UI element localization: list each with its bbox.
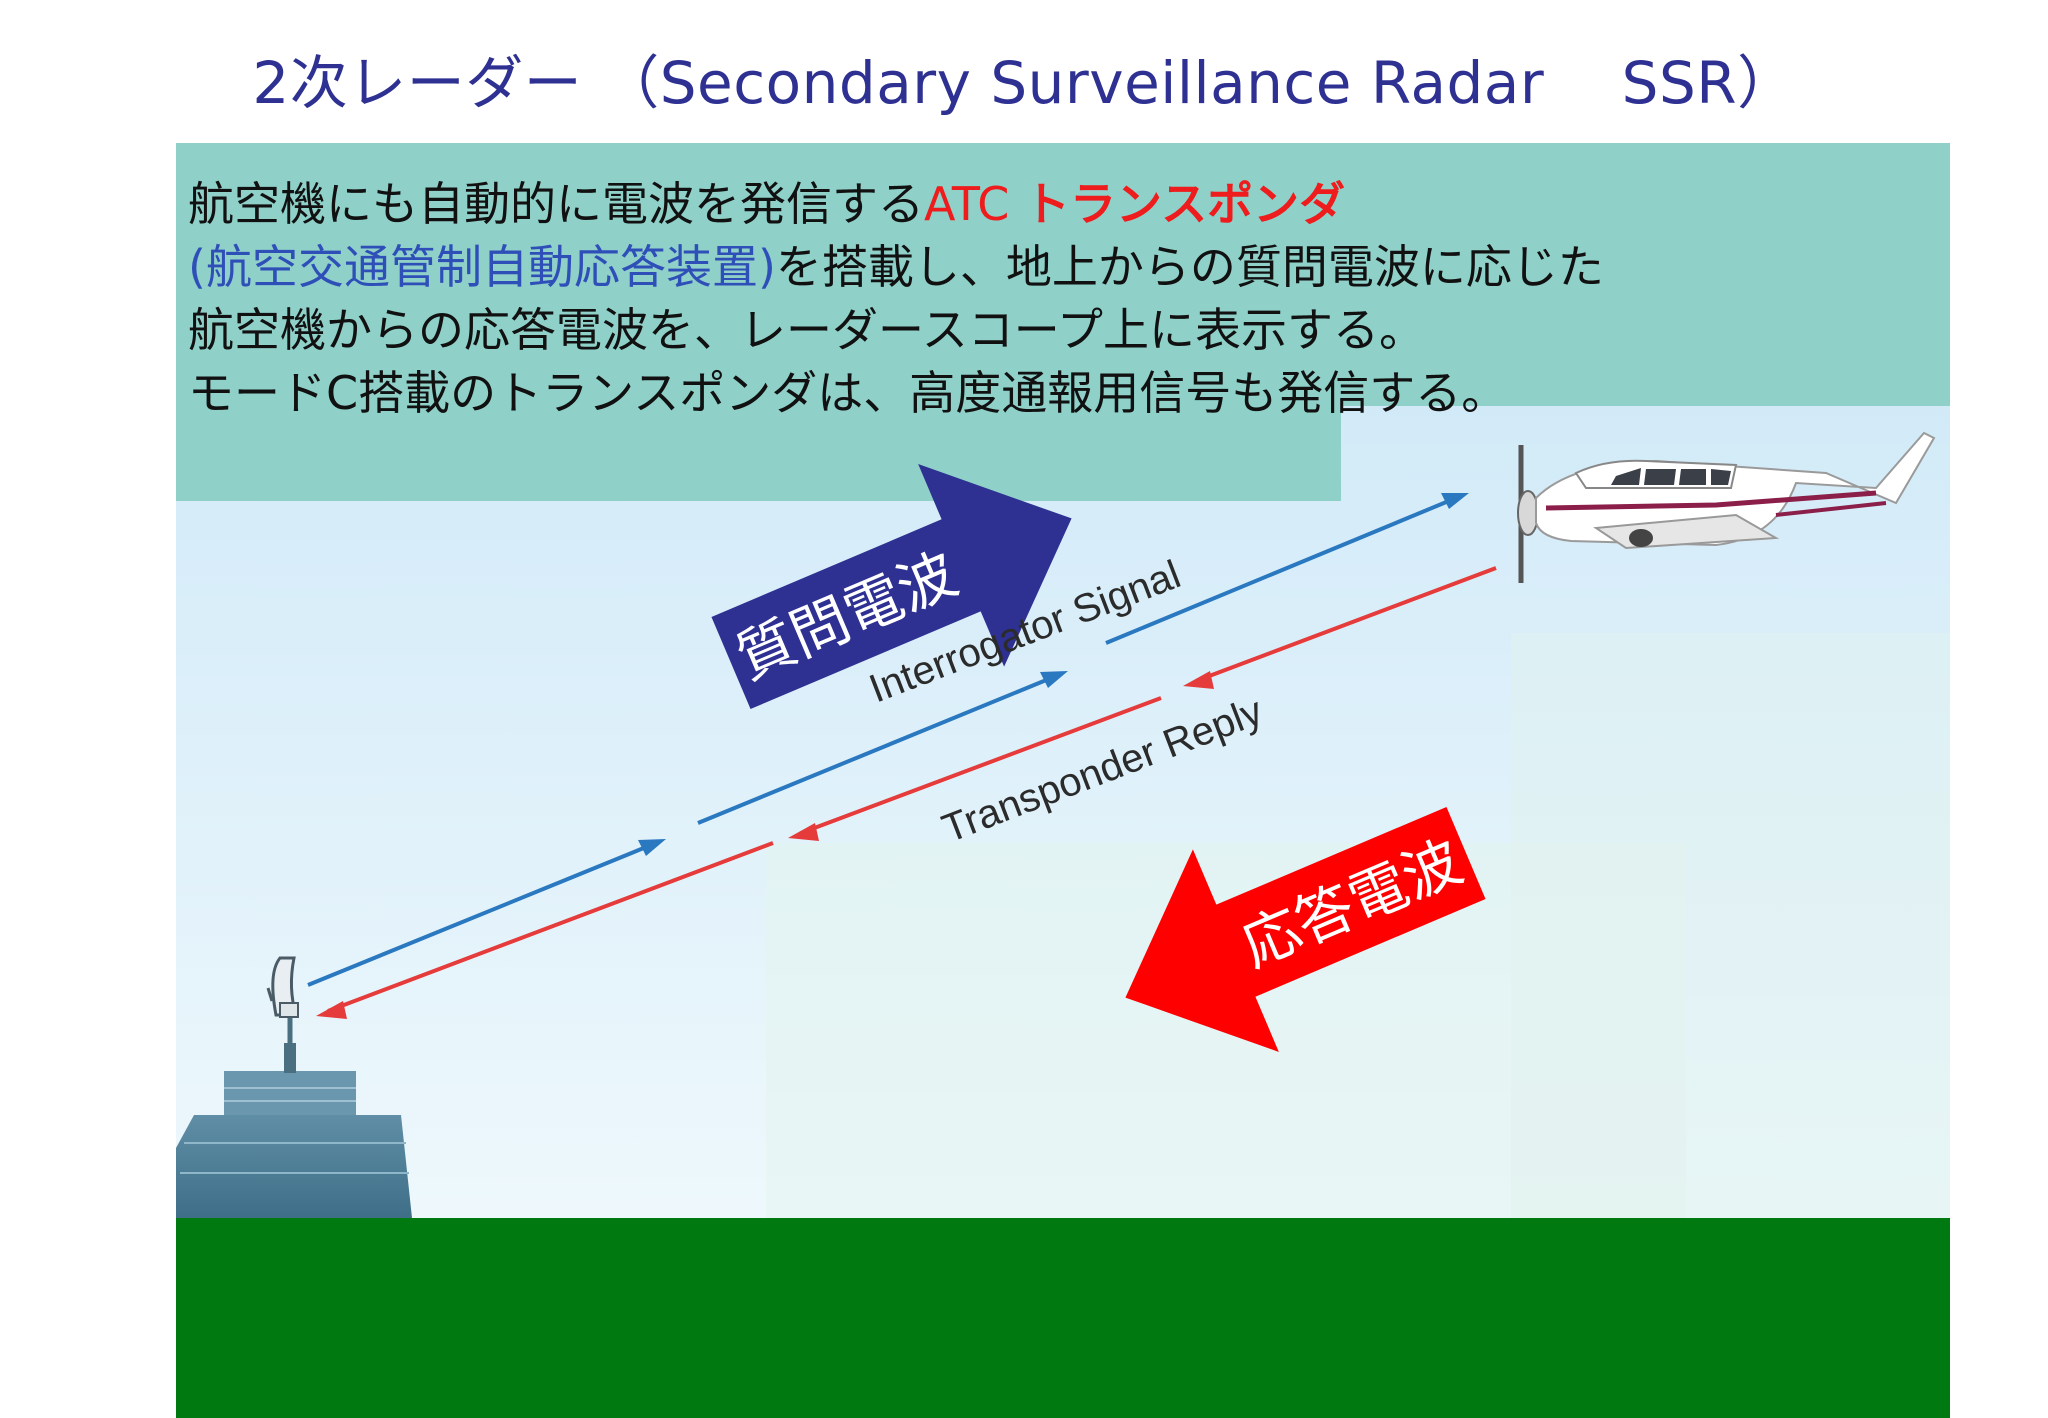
diagram-artwork: 質問電波 応答電波 Interrogator Signal Transponde… <box>176 143 1950 1418</box>
description-line-2-text: を搭載し、地上からの質問電波に応じた <box>775 240 1604 294</box>
slide-title: 2次レーダー （Secondary Surveillance Radar SSR… <box>252 49 1796 117</box>
description-line-4: モードC搭載のトランスポンダは、高度通報用信号も発信する。 <box>188 366 1508 420</box>
ground-radar-station <box>176 956 412 1218</box>
ground <box>176 1218 1950 1418</box>
interrogator-signal <box>307 493 1469 987</box>
airplane <box>1517 431 1936 583</box>
text-panel-upper-right <box>1341 143 1950 406</box>
atc-label: ATC <box>924 177 1025 231</box>
description-line-1: 航空機にも自動的に電波を発信するATC トランスポンダ <box>188 173 1838 236</box>
soft-panel-right <box>1511 633 1950 1218</box>
description-text: 航空機にも自動的に電波を発信するATC トランスポンダ (航空交通管制自動応答装… <box>188 173 1838 425</box>
transponder-japanese-name: (航空交通管制自動応答装置) <box>188 240 776 294</box>
description-line-3: 航空機からの応答電波を、レーダースコープ上に表示する。 <box>188 303 1425 357</box>
description-line-2: (航空交通管制自動応答装置)を搭載し、地上からの質問電波に応じた <box>188 236 1838 299</box>
description-line-1-text: 航空機にも自動的に電波を発信する <box>188 177 924 231</box>
transponder-term: トランスポンダ <box>1024 177 1346 231</box>
text-panel <box>176 143 1341 501</box>
ssr-diagram: 質問電波 応答電波 Interrogator Signal Transponde… <box>176 143 1950 1418</box>
transponder-reply <box>316 566 1497 1019</box>
